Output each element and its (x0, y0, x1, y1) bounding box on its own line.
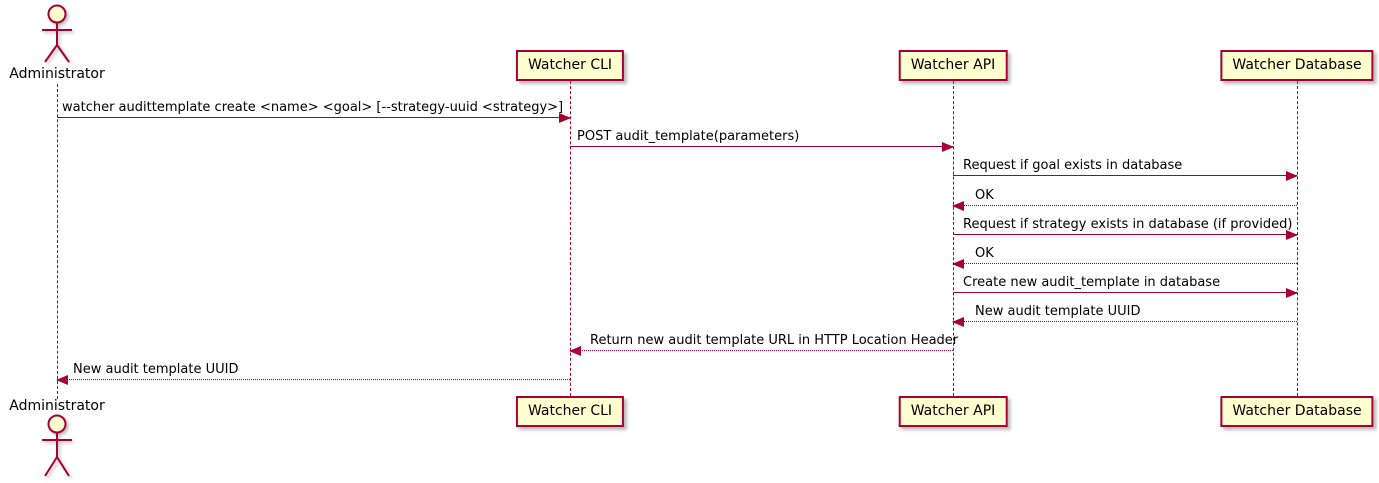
message-label: OK (975, 188, 994, 203)
participant-watcher-api-top: Watcher API (898, 50, 1008, 81)
message-line (570, 146, 953, 147)
message-5: Request if strategy exists in database (… (953, 217, 1298, 240)
message-2: POST audit_template(parameters) (570, 129, 954, 152)
actor-label-bottom: Administrator (9, 398, 105, 414)
arrowhead-right-icon (942, 142, 954, 152)
message-8: New audit template UUID (952, 304, 1297, 327)
message-line (57, 379, 570, 380)
message-1: watcher audittemplate create <name> <goa… (57, 100, 571, 123)
message-9: Return new audit template URL in HTTP Lo… (569, 333, 958, 356)
message-line (953, 321, 1297, 322)
actor-label-top: Administrator (9, 66, 105, 82)
message-label: watcher audittemplate create <name> <goa… (62, 100, 564, 115)
participant-watcher-cli-top: Watcher CLI (515, 50, 625, 81)
lifeline-administrator (57, 84, 58, 399)
actor-icon (42, 414, 72, 477)
arrowhead-left-icon (952, 201, 964, 211)
actor-icon (42, 4, 72, 63)
message-line (570, 350, 953, 351)
arrowhead-left-icon (569, 346, 581, 356)
message-label: Request if strategy exists in database (… (963, 217, 1293, 232)
message-3: Request if goal exists in database (953, 158, 1298, 181)
message-line (953, 263, 1297, 264)
participant-watcher-api-bottom: Watcher API (898, 396, 1008, 427)
arrowhead-left-icon (952, 317, 964, 327)
participant-watcher-database-top: Watcher Database (1220, 50, 1374, 81)
arrowhead-right-icon (1286, 288, 1298, 298)
message-6: OK (952, 246, 1297, 269)
lifeline-watcher-api (953, 81, 954, 396)
participant-watcher-database-bottom: Watcher Database (1220, 396, 1374, 427)
message-line (953, 234, 1297, 235)
message-label: New audit template UUID (73, 362, 239, 377)
participant-watcher-cli-bottom: Watcher CLI (515, 396, 625, 427)
arrowhead-right-icon (1286, 230, 1298, 240)
message-7: Create new audit_template in database (953, 275, 1298, 298)
message-label: OK (975, 246, 994, 261)
arrowhead-left-icon (952, 259, 964, 269)
message-line (953, 175, 1297, 176)
message-line (953, 292, 1297, 293)
lifeline-watcher-cli (570, 81, 571, 396)
message-label: New audit template UUID (975, 304, 1141, 319)
message-line (57, 117, 570, 118)
message-label: Create new audit_template in database (963, 275, 1221, 290)
message-10: New audit template UUID (56, 362, 570, 385)
message-line (953, 205, 1297, 206)
message-label: Return new audit template URL in HTTP Lo… (590, 333, 959, 348)
arrowhead-right-icon (559, 113, 571, 123)
arrowhead-left-icon (56, 375, 68, 385)
message-label: Request if goal exists in database (963, 158, 1183, 173)
arrowhead-right-icon (1286, 171, 1298, 181)
message-4: OK (952, 188, 1297, 211)
message-label: POST audit_template(parameters) (577, 129, 800, 144)
